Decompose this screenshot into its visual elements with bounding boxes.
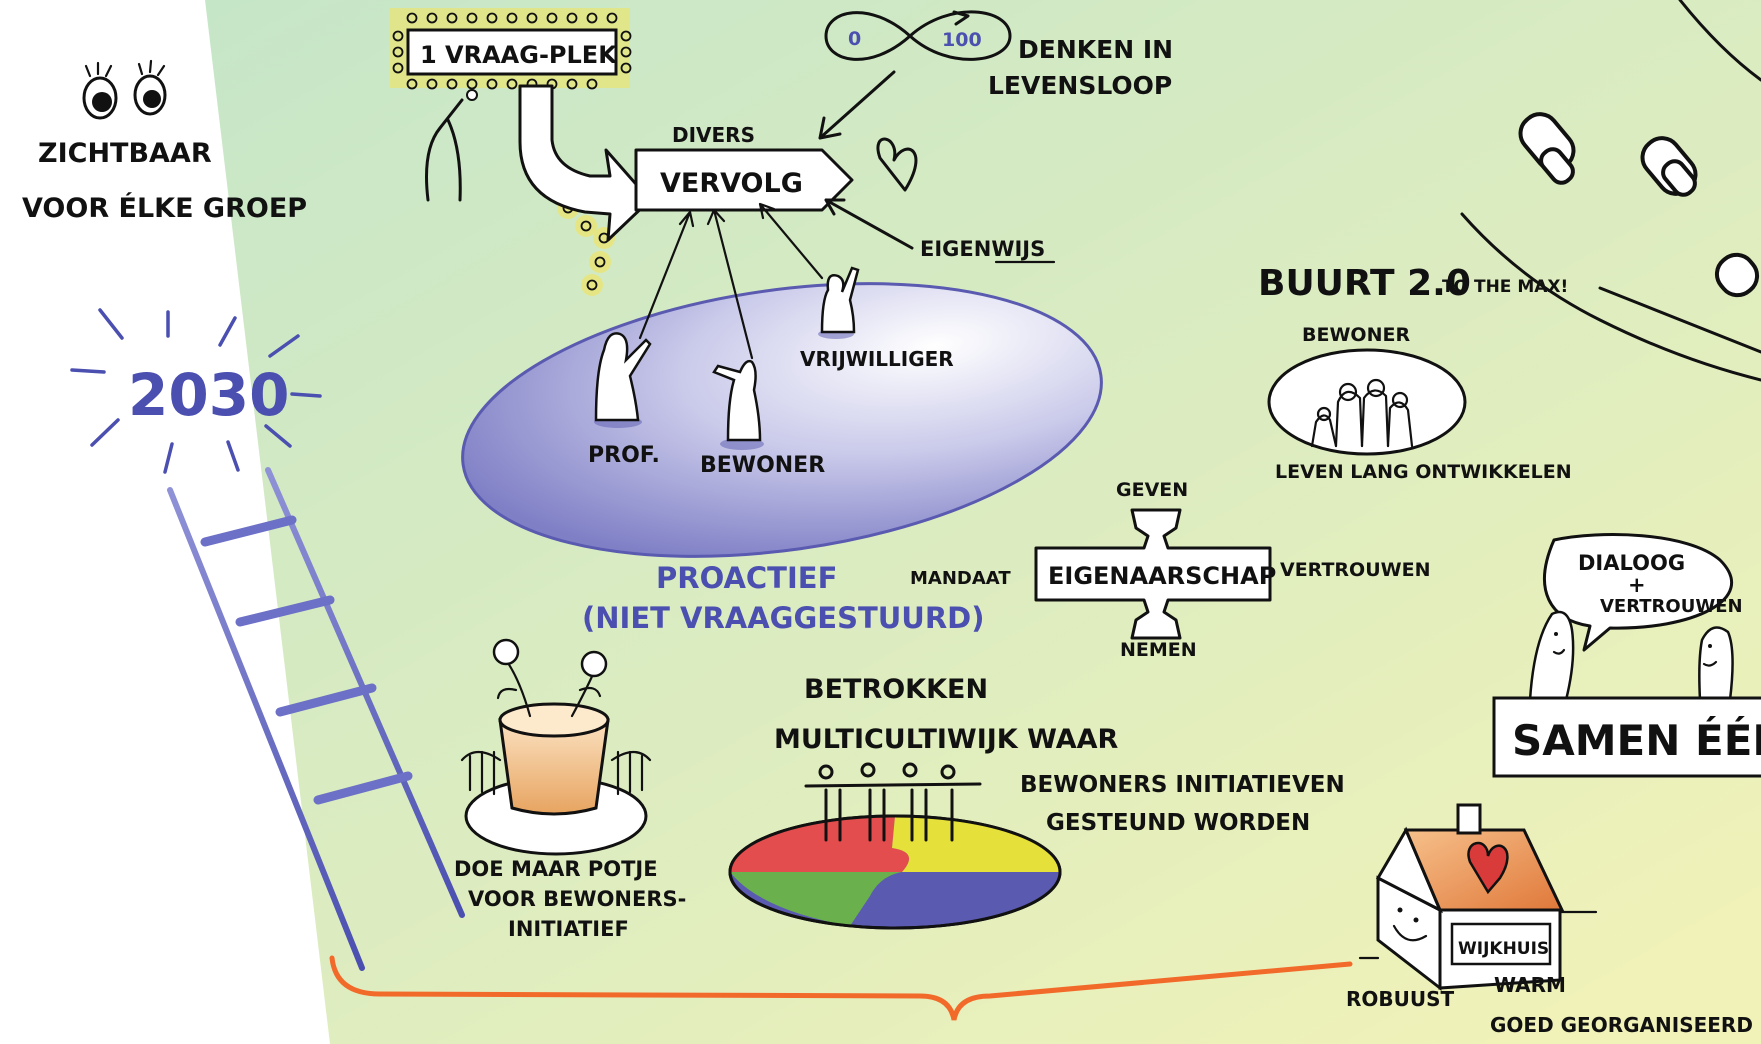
person-left-icon: [1528, 610, 1575, 702]
eigenwijs-label: EIGENWIJS: [920, 237, 1045, 261]
orange-brace: [329, 955, 1353, 1021]
denken-label: DENKEN IN: [1018, 35, 1173, 64]
vraagplek-sign: 1 VRAAG-PLEK: [390, 8, 652, 296]
potje-label-3: INITIATIEF: [508, 917, 629, 941]
vervolg-label: VERVOLG: [660, 168, 803, 199]
gesteund-label: GESTEUND WORDEN: [1046, 810, 1310, 836]
vraagplek-label: 1 VRAAG-PLEK: [420, 41, 618, 69]
pot-flowers-illustration: [460, 638, 652, 856]
multicultiwijk-label: MULTICULTIWIJK WAAR: [774, 724, 1118, 755]
levensloop-label: LEVENSLOOP: [988, 71, 1172, 100]
community-group-bubble: [1267, 348, 1467, 456]
buurt-title: BUURT 2.0: [1258, 263, 1471, 304]
dialoog-vertrouwen: VERTROUWEN: [1600, 596, 1743, 617]
person-bewoner-icon: [712, 359, 764, 450]
leven-lang-label: LEVEN LANG ONTWIKKELEN: [1275, 461, 1572, 483]
geven-label: GEVEN: [1116, 479, 1188, 501]
arrow-to-vervolg-1: [818, 70, 896, 140]
decorative-edge-shapes: [1460, 0, 1761, 382]
initiatieven-label: BEWONERS INITIATIEVEN: [1020, 772, 1345, 798]
levensloop-start: 0: [848, 28, 861, 50]
betrokken-label: BETROKKEN: [804, 674, 988, 705]
proactief-subtitle: (NIET VRAAGGESTUURD): [582, 601, 985, 635]
warm-label: WARM: [1494, 973, 1566, 997]
person-prof-icon: [594, 332, 652, 428]
people-group-icon: [1310, 378, 1414, 448]
zichtbaar-label: ZICHTBAAR: [38, 138, 212, 169]
wijkhuis-house-illustration: [1358, 803, 1598, 992]
year-label: 2030: [128, 361, 289, 429]
robuust-label: ROBUUST: [1346, 987, 1455, 1011]
ladder-illustration: [167, 467, 465, 971]
person-right-icon: [1698, 626, 1734, 702]
zichtbaar-subtitle: VOOR ÉLKE GROEP: [22, 192, 307, 224]
arrow-eigenwijs: [824, 198, 914, 250]
eigenaarschap-label: EIGENAARSCHAP: [1048, 562, 1276, 590]
dialoog-label: DIALOOG: [1578, 551, 1685, 575]
prof-label: PROF.: [588, 443, 660, 468]
people-chain-icon: [804, 762, 982, 842]
potje-label-2: VOOR BEWONERS-: [468, 887, 686, 911]
person-vrijwilliger-icon: [818, 266, 860, 339]
potje-label-1: DOE MAAR POTJE: [454, 857, 658, 881]
dialoog-plus: +: [1628, 573, 1646, 597]
puzzle-illustration: [728, 814, 1062, 930]
wijkhuis-label: WIJKHUIS: [1458, 939, 1549, 959]
goed-georganiseerd-label: GOED GEORGANISEERD: [1490, 1013, 1753, 1037]
samen-een-label: SAMEN ÉÉN: [1512, 715, 1761, 765]
buurt-subtitle: TO THE MAX!: [1442, 277, 1568, 297]
heart-icon: [876, 137, 918, 192]
eigenaarschap-cross: [1034, 508, 1272, 640]
arrows-to-vervolg: [638, 202, 824, 360]
vertrouwen-label: VERTROUWEN: [1280, 559, 1430, 581]
bewoner-label: BEWONER: [700, 453, 825, 478]
eyes-icon: [82, 59, 167, 120]
burst-rays: [70, 308, 322, 474]
samen-een-sign: [1492, 696, 1761, 778]
mandaat-label: MANDAAT: [910, 568, 1011, 589]
vervolg-arrow: [634, 148, 854, 212]
divers-label: DIVERS: [672, 123, 755, 147]
infinity-lifecycle-icon: 0 100: [824, 10, 1012, 61]
nemen-label: NEMEN: [1120, 639, 1197, 661]
levensloop-end: 100: [942, 29, 982, 51]
proactief-label: PROACTIEF: [656, 561, 837, 595]
speech-bubble: [1543, 533, 1734, 652]
vrijwilliger-label: VRIJWILLIGER: [800, 347, 954, 371]
bewoner-group-label: BEWONER: [1302, 324, 1410, 346]
